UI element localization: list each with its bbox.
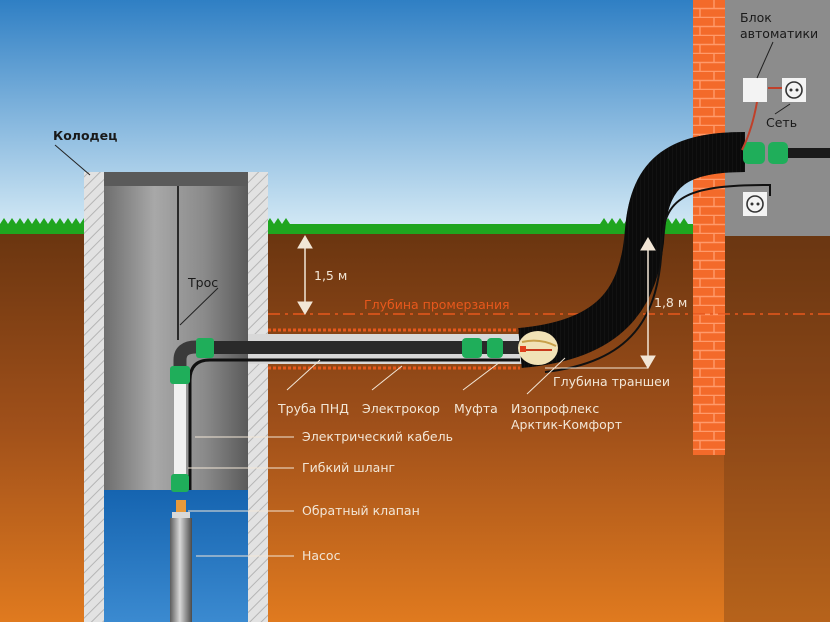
label-trench-depth: Глубина траншеи bbox=[553, 374, 670, 389]
elbow-fitting-top bbox=[196, 338, 214, 358]
socket-heating bbox=[743, 192, 767, 216]
coupling-1 bbox=[462, 338, 482, 358]
power-cable bbox=[741, 101, 758, 151]
label-isoproflex-line1: Изопрофлекс bbox=[511, 401, 599, 416]
leader-lines bbox=[188, 357, 566, 557]
label-pnd-pipe: Труба ПНД bbox=[277, 401, 349, 416]
label-rope: Трос bbox=[187, 275, 218, 290]
label-flexible-hose: Гибкий шланг bbox=[302, 460, 395, 475]
heating-cable-line bbox=[544, 183, 771, 373]
label-electric-cable: Электрический кабель bbox=[302, 429, 453, 444]
label-coupling: Муфта bbox=[454, 401, 498, 416]
label-network: Сеть bbox=[766, 115, 797, 130]
elbow-fitting-bottom bbox=[170, 366, 190, 384]
house-wall bbox=[724, 0, 830, 236]
flexible-hose bbox=[174, 380, 186, 480]
pnd-pipe-elbow bbox=[173, 340, 197, 380]
depth-18-arrow bbox=[545, 237, 656, 369]
label-well: Колодец bbox=[53, 128, 117, 143]
well-wall-right bbox=[248, 172, 268, 622]
well-cap bbox=[104, 172, 248, 186]
house-basement bbox=[724, 236, 830, 622]
electric-cable bbox=[188, 358, 520, 490]
well-wall-left bbox=[84, 172, 104, 622]
brick-wall bbox=[693, 0, 725, 455]
pnd-pipe-horizontal bbox=[196, 341, 526, 354]
coupling-2 bbox=[487, 338, 503, 358]
label-isoproflex-line2: Арктик-Комфорт bbox=[511, 417, 622, 432]
label-depth-18: 1,8 м bbox=[654, 295, 687, 310]
socket-network bbox=[782, 78, 806, 102]
label-depth-15: 1,5 м bbox=[314, 268, 347, 283]
label-electrocor: Электрокор bbox=[362, 401, 440, 416]
isoproflex-end bbox=[518, 331, 558, 365]
label-automation-line1: Блок bbox=[740, 10, 772, 25]
house-coupling-1 bbox=[743, 142, 765, 164]
label-automation-line2: автоматики bbox=[740, 26, 818, 41]
label-freeze-depth: Глубина промерзания bbox=[364, 297, 510, 312]
label-check-valve: Обратный клапан bbox=[302, 503, 420, 518]
hose-fitting bbox=[171, 474, 189, 492]
house-coupling-2 bbox=[768, 142, 788, 164]
label-pump: Насос bbox=[302, 548, 341, 563]
pump bbox=[170, 518, 192, 622]
check-valve bbox=[176, 500, 186, 512]
check-valve-base bbox=[172, 512, 190, 518]
depth-15-arrow bbox=[297, 235, 313, 315]
automation-block bbox=[743, 78, 767, 102]
house-pipe bbox=[788, 148, 830, 158]
